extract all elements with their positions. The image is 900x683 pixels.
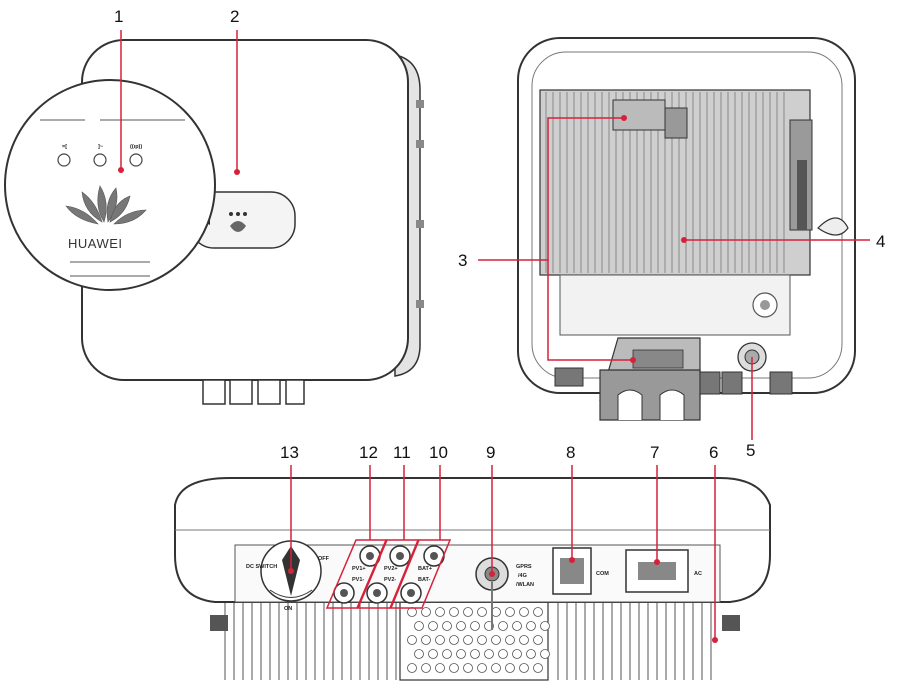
led-icon-comm: ((ıp)) (130, 144, 142, 150)
vent-hole (428, 621, 438, 631)
vent-hole (498, 621, 508, 631)
callout-6: 6 (709, 443, 718, 462)
vent-hole (526, 621, 536, 631)
vent-hole (519, 635, 529, 645)
vent-hole (533, 607, 543, 617)
vent-hole (449, 607, 459, 617)
com-label: COM (596, 571, 609, 577)
vent-hole (526, 649, 536, 659)
dc-switch-label: DC SWITCH (246, 564, 277, 570)
vent-hole (442, 621, 452, 631)
callout-numbers: 1 2 3 4 5 6 7 8 9 10 11 12 13 (114, 7, 885, 462)
vent-hole (407, 663, 417, 673)
vent-hole (442, 649, 452, 659)
vent-hole (407, 635, 417, 645)
front-view: =[ ]~ ((ıp)) HUAWEI (4, 30, 424, 405)
pv1-minus-label: PV1- (352, 577, 364, 583)
callout-8: 8 (566, 443, 575, 462)
vent-hole (484, 649, 494, 659)
vent-hole (470, 621, 480, 631)
off-label: OFF (318, 556, 330, 562)
vent-hole (428, 649, 438, 659)
vent-hole (477, 607, 487, 617)
led-panel (189, 191, 296, 249)
wlan-label: /WLAN (516, 582, 534, 588)
vent-hole (463, 663, 473, 673)
on-label: ON (284, 606, 292, 612)
magnified-led-view: =[ ]~ ((ıp)) HUAWEI (4, 79, 216, 291)
vent-hole (456, 621, 466, 631)
pv1-plus-label: PV1+ (352, 566, 366, 572)
led-icon-pv: =[ (62, 144, 67, 150)
pv-bat-connectors: PV1+ PV1- PV2+ PV2- BAT+ BAT- (325, 539, 452, 609)
mounting-bracket-bottom (599, 337, 701, 421)
vent-hole (505, 663, 515, 673)
4g-label: /4G (518, 573, 527, 579)
ac-label: AC (694, 571, 702, 577)
led-pv (57, 153, 71, 167)
vent-hole (421, 607, 431, 617)
callout-4: 4 (876, 232, 885, 251)
vent-hole (449, 635, 459, 645)
vent-hole (505, 607, 515, 617)
bat-plus-label: BAT+ (418, 566, 432, 572)
vent-hole (491, 663, 501, 673)
vent-hole (449, 663, 459, 673)
vent-hole (421, 663, 431, 673)
vent-hole (491, 635, 501, 645)
vent-hole (519, 607, 529, 617)
vent-hole (533, 635, 543, 645)
callout-5: 5 (746, 441, 755, 460)
vent-hole (456, 649, 466, 659)
gprs-label: GPRS (516, 564, 532, 570)
bat-minus-label: BAT- (418, 577, 431, 583)
vent-hole (414, 621, 424, 631)
vent-hole (414, 649, 424, 659)
callout-10: 10 (429, 443, 448, 462)
vent-hole (540, 621, 550, 631)
pv2-plus-label: PV2+ (384, 566, 398, 572)
callout-2: 2 (230, 7, 239, 26)
front-bottom-connectors (202, 379, 305, 405)
callout-9: 9 (486, 443, 495, 462)
callout-11: 11 (393, 443, 411, 462)
huawei-logo-icon (65, 185, 147, 225)
vent-hole (512, 621, 522, 631)
vent-hole (477, 635, 487, 645)
vent-hole (470, 649, 480, 659)
vent-hole (421, 635, 431, 645)
vent-hole (435, 663, 445, 673)
rear-view (478, 37, 870, 440)
vent-hole (540, 649, 550, 659)
led-comm (129, 153, 143, 167)
led-grid (93, 153, 107, 167)
callout-13: 13 (280, 443, 299, 462)
callout-7: 7 (650, 443, 659, 462)
mounting-bracket-top (612, 99, 688, 139)
callout-3: 3 (458, 251, 467, 270)
vent-hole (463, 635, 473, 645)
led-icon-grid: ]~ (98, 144, 103, 150)
vent-hole (519, 663, 529, 673)
bottom-view: DC SWITCH OFF ON PV1+ PV1- PV2+ PV2- BAT… (174, 465, 771, 681)
vent-hole (435, 635, 445, 645)
vent-hole (435, 607, 445, 617)
vent-hole (407, 607, 417, 617)
vent-hole (498, 649, 508, 659)
vent-hole (463, 607, 473, 617)
brand-text: HUAWEI (68, 236, 123, 251)
vent-hole (512, 649, 522, 659)
callout-12: 12 (359, 443, 378, 462)
vent-hole (533, 663, 543, 673)
pv2-minus-label: PV2- (384, 577, 396, 583)
callout-1: 1 (114, 7, 123, 26)
vent-hole (505, 635, 515, 645)
vent-hole (477, 663, 487, 673)
